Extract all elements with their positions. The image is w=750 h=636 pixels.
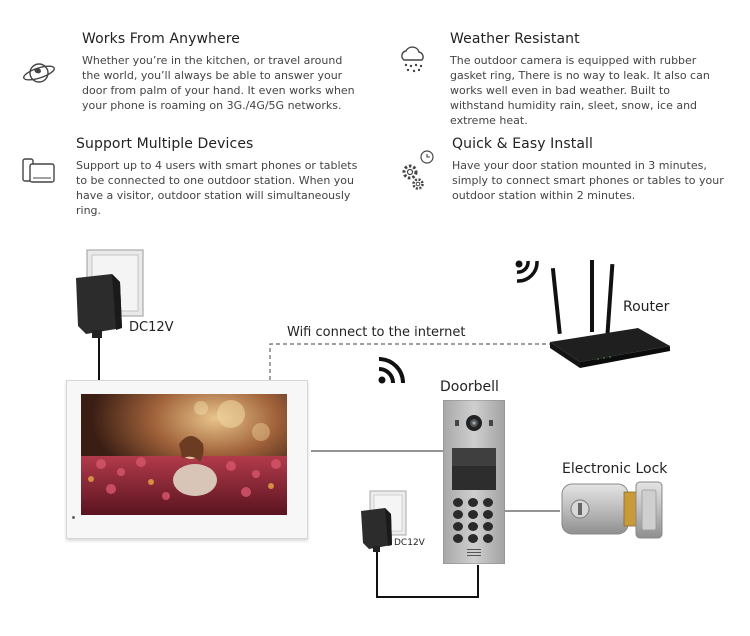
doorbell-label: Doorbell <box>440 379 499 395</box>
router <box>548 258 674 370</box>
keypad-button <box>453 498 463 507</box>
wifi-signal-icon <box>378 352 410 384</box>
keypad-button <box>483 498 493 507</box>
feature-description: Have your door station mounted in 3 minu… <box>452 159 724 202</box>
feature-works-anywhere: Works From Anywhere Whether you’re in th… <box>82 31 362 113</box>
gear-clock-icon <box>396 150 436 194</box>
doorbell-keypad <box>453 498 495 543</box>
keypad-button <box>483 522 493 531</box>
electronic-lock <box>558 478 670 544</box>
feature-title: Quick & Easy Install <box>452 136 594 152</box>
feature-multiple-devices: Support Multiple Devices Support up to 4… <box>76 136 366 218</box>
keypad-button <box>468 510 478 519</box>
keypad-button <box>453 522 463 531</box>
globe-icon <box>22 58 56 88</box>
keypad-button <box>453 534 463 543</box>
keypad-button <box>453 510 463 519</box>
feature-weather-resistant: Weather Resistant The outdoor camera is … <box>450 31 720 128</box>
monitor-screen-photo <box>81 394 287 515</box>
keypad-button <box>468 498 478 507</box>
wifi-dashed-link <box>269 343 552 380</box>
devices-icon <box>21 156 57 186</box>
doorbell-speaker-grille <box>467 549 481 556</box>
router-wifi-icon <box>514 259 546 291</box>
keypad-button <box>468 522 478 531</box>
feature-title: Support Multiple Devices <box>76 136 254 152</box>
weather-cloud-icon <box>396 44 430 74</box>
indoor-monitor <box>66 380 308 539</box>
lock-label: Electronic Lock <box>562 461 668 477</box>
power-adapter <box>70 270 128 340</box>
power-cable-small <box>376 550 479 598</box>
keypad-button <box>468 534 478 543</box>
power-label-main: DC12V <box>129 320 174 335</box>
router-label: Router <box>623 299 670 315</box>
wifi-connect-label: Wifi connect to the internet <box>287 325 466 340</box>
keypad-button <box>483 534 493 543</box>
feature-description: The outdoor camera is equipped with rubb… <box>450 54 710 127</box>
feature-title: Weather Resistant <box>450 31 580 47</box>
feature-quick-install: Quick & Easy Install Have your door stat… <box>452 136 732 203</box>
keypad-button <box>483 510 493 519</box>
feature-title: Works From Anywhere <box>82 31 240 47</box>
monitor-indicator-dot <box>72 516 75 519</box>
power-adapter-small <box>357 505 397 553</box>
feature-description: Whether you’re in the kitchen, or travel… <box>82 54 355 112</box>
power-label-small: DC12V <box>394 538 425 548</box>
feature-description: Support up to 4 users with smart phones … <box>76 159 358 217</box>
